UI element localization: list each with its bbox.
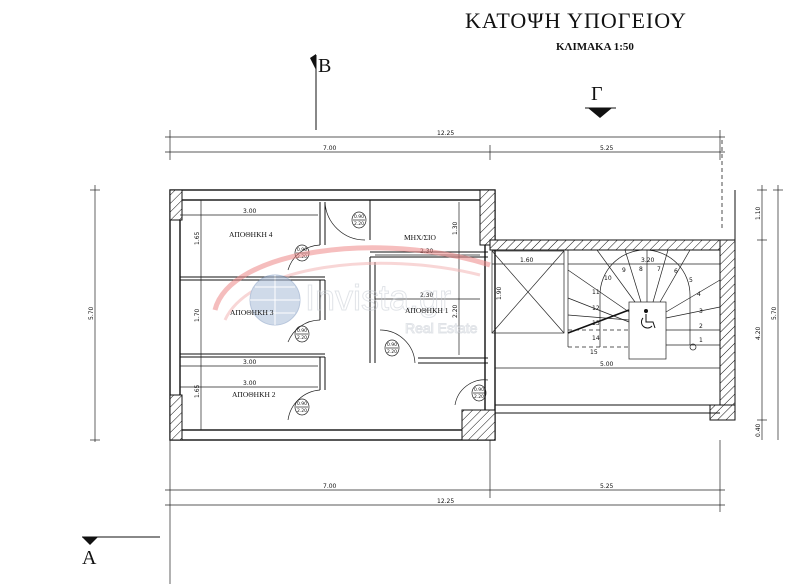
svg-text:0.90: 0.90 xyxy=(297,247,307,253)
building-walls xyxy=(169,189,736,441)
stair-step: 1 xyxy=(699,337,703,344)
section-marker-a: A xyxy=(82,536,160,569)
dim-right-mid: 4.20 xyxy=(755,326,762,340)
stair-step: 4 xyxy=(697,291,701,298)
lift-shaft: 1.60 1.90 xyxy=(491,250,565,334)
dim-lift-height: 1.90 xyxy=(496,286,503,300)
dimension-top: 12.25 7.00 5.25 xyxy=(165,130,725,230)
dim-bottom-right: 5.25 xyxy=(600,483,614,490)
svg-text:2.20: 2.20 xyxy=(297,335,307,341)
drawing-title: ΚΑΤΟΨΗ ΥΠΟΓΕΙΟΥ xyxy=(465,8,687,33)
room-label-storage-1: ΑΠΟΘΗΚΗ 1 xyxy=(405,306,449,315)
dim-room3-height: 1.70 xyxy=(194,308,201,322)
door-tag: 0.902.20 xyxy=(351,211,367,229)
door-tag: 0.902.20 xyxy=(471,384,487,402)
drawing-scale: ΚΛΙΜΑΚΑ 1:50 xyxy=(556,41,634,53)
dim-mech-height: 1.30 xyxy=(452,221,459,235)
dim-right-total: 5.70 xyxy=(771,306,778,320)
dim-top-total: 12.25 xyxy=(437,130,454,137)
dim-stair-width: 3.20 xyxy=(641,257,655,264)
svg-text:0.90: 0.90 xyxy=(354,214,364,220)
dim-lift-width: 1.60 xyxy=(520,257,534,264)
dim-room2-height: 1.65 xyxy=(194,384,201,398)
dim-top-right: 5.25 xyxy=(600,145,614,152)
doors xyxy=(287,201,489,421)
section-label-a: A xyxy=(82,547,97,569)
stair-step: 12 xyxy=(592,305,600,312)
room-label-mechanical: ΜΗΧ/ΣΙΟ xyxy=(404,233,436,242)
watermark-tagline: Real Estate xyxy=(405,320,478,336)
dimension-left: 5.70 xyxy=(88,185,100,442)
room-label-storage-4: ΑΠΟΘΗΚΗ 4 xyxy=(229,230,273,239)
dim-right-bottom: 0.40 xyxy=(755,423,762,437)
stair-step: 11 xyxy=(592,289,600,296)
dim-room2-width-a: 3.00 xyxy=(243,359,257,366)
dim-stair-length: 5.00 xyxy=(600,361,614,368)
stair-step: 2 xyxy=(699,323,703,330)
dim-top-left: 7.00 xyxy=(323,145,337,152)
dim-room1-height: 2.20 xyxy=(452,304,459,318)
dim-room1-width: 2.30 xyxy=(420,292,434,299)
dim-room2-width-b: 3.00 xyxy=(243,380,257,387)
svg-text:0.90: 0.90 xyxy=(297,401,307,407)
dim-bottom-total: 12.25 xyxy=(437,498,454,505)
stair-step: 9 xyxy=(622,267,626,274)
dimension-bottom: 7.00 5.25 12.25 xyxy=(165,440,725,584)
svg-text:0.90: 0.90 xyxy=(387,342,397,348)
svg-text:2.20: 2.20 xyxy=(354,221,364,227)
stair-step: 13 xyxy=(592,320,600,327)
svg-text:2.20: 2.20 xyxy=(387,349,397,355)
svg-text:0.90: 0.90 xyxy=(474,387,484,393)
dim-left-height: 5.70 xyxy=(88,306,95,320)
door-tag: 0.902.20 xyxy=(384,339,400,357)
room-label-storage-2: ΑΠΟΘΗΚΗ 2 xyxy=(232,390,276,399)
stair-step: 5 xyxy=(689,277,693,284)
room-label-storage-3: ΑΠΟΘΗΚΗ 3 xyxy=(230,308,274,317)
stair-step: 14 xyxy=(592,335,600,342)
svg-text:0.90: 0.90 xyxy=(297,328,307,334)
svg-text:2.20: 2.20 xyxy=(474,394,484,400)
interior-dimensions: 3.00 1.65 1.70 3.00 3.00 1.65 1.30 2.30 … xyxy=(180,200,480,430)
section-marker-b: B xyxy=(310,54,331,130)
stair-step: 8 xyxy=(639,266,643,273)
dimension-right: 1.10 4.20 0.40 5.70 xyxy=(755,185,783,440)
watermark: Invista.gr Real Estate xyxy=(212,245,491,337)
stair-step: 3 xyxy=(699,308,703,315)
door-tags: 0.902.20 0.902.20 0.902.20 0.902.20 0.90… xyxy=(294,211,487,416)
section-label-b: B xyxy=(318,55,331,77)
room-labels: ΑΠΟΘΗΚΗ 4 ΑΠΟΘΗΚΗ 3 ΑΠΟΘΗΚΗ 2 ΑΠΟΘΗΚΗ 1 … xyxy=(229,230,449,399)
svg-text:2.20: 2.20 xyxy=(297,408,307,414)
dim-bottom-left: 7.00 xyxy=(323,483,337,490)
stair-step: 6 xyxy=(674,268,678,275)
watermark-brand: Invista.gr xyxy=(305,277,451,318)
dim-room4-width: 3.00 xyxy=(243,208,257,215)
dim-room4-height: 1.65 xyxy=(194,231,201,245)
dim-right-top: 1.10 xyxy=(755,206,762,220)
stair-step: 7 xyxy=(657,266,661,273)
door-tag: 0.902.20 xyxy=(294,398,310,416)
section-label-g: Γ xyxy=(591,83,603,105)
staircase: 3.20 5.00 1 2 3 4 5 6 7 8 9 10 11 12 13 … xyxy=(495,249,721,369)
stair-step: 15 xyxy=(590,349,598,356)
section-marker-g: Γ xyxy=(585,83,616,118)
stair-step: 10 xyxy=(604,275,612,282)
door-tag: 0.902.20 xyxy=(294,325,310,343)
wheelchair-icon xyxy=(641,309,656,329)
